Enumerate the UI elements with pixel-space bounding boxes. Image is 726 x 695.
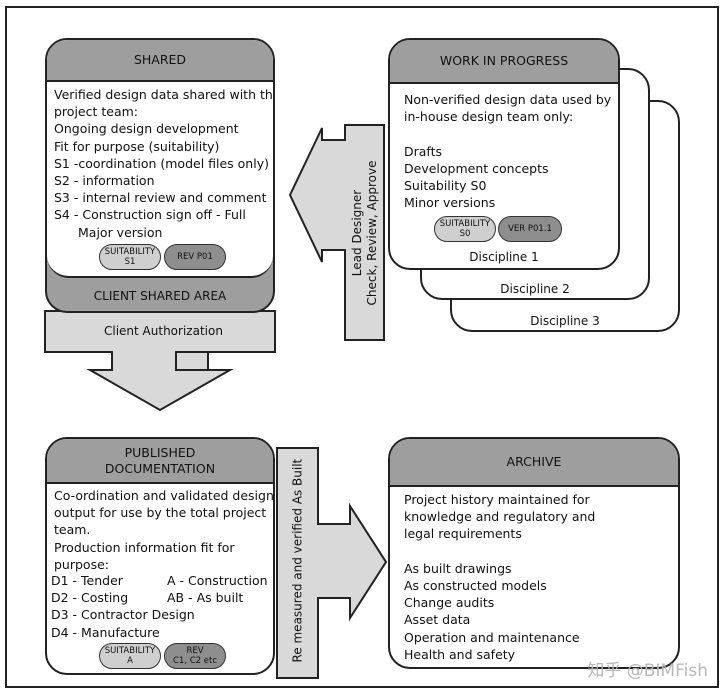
text-line: Health and safety bbox=[404, 646, 516, 662]
client-authorization-arrow bbox=[44, 310, 276, 412]
text-line: S1 -coordination (model files only) bbox=[54, 155, 269, 171]
text-line: Minor versions bbox=[404, 195, 496, 211]
text-line: legal requirements bbox=[404, 526, 522, 542]
wip-title: WORK IN PROGRESS bbox=[390, 40, 618, 84]
lead-designer-arrow bbox=[288, 124, 385, 341]
wip-box-1: WORK IN PROGRESS Non-verified design dat… bbox=[388, 38, 620, 270]
archive-title: ARCHIVE bbox=[390, 439, 678, 487]
text-line: Co-ordination and validated design bbox=[54, 488, 274, 503]
text-line: S3 - internal review and comment bbox=[54, 190, 267, 206]
text-line: Non-verified design data used by bbox=[404, 92, 612, 107]
lead-designer-text: Lead Designer Check, Review, Approve bbox=[350, 160, 379, 306]
text-line: Verified design data shared with the bbox=[54, 87, 275, 102]
text-line: in-house design team only: bbox=[404, 109, 574, 125]
wip-description: Non-verified design data used by in-house… bbox=[404, 91, 612, 211]
watermark: 知乎 @BIMFish bbox=[587, 661, 708, 681]
text-line: As built drawings bbox=[404, 560, 512, 576]
discipline-1-label: Discipline 1 bbox=[469, 250, 539, 264]
text-line: Drafts bbox=[404, 143, 443, 159]
text-line: Change audits bbox=[404, 595, 495, 611]
archive-box: ARCHIVE Project history maintained for kn… bbox=[388, 437, 680, 669]
text-line: Ongoing design development bbox=[54, 121, 239, 137]
wip-version-pill: VER P01.1 bbox=[498, 216, 562, 242]
text-line: Project history maintained for bbox=[404, 492, 590, 507]
text-line: AB - As built bbox=[167, 590, 244, 606]
text-line: D4 - Manufacture bbox=[51, 624, 160, 640]
published-right-items: A - Construction AB - As built bbox=[167, 572, 268, 606]
text-line: purpose: bbox=[54, 556, 109, 572]
published-title: PUBLISHED DOCUMENTATION bbox=[47, 439, 273, 484]
diagram-frame bbox=[5, 6, 719, 688]
text-line: D1 - Tender bbox=[51, 573, 123, 588]
discipline-3-label: Discipline 3 bbox=[530, 314, 600, 328]
text-line: A - Construction bbox=[167, 573, 268, 588]
archive-description: Project history maintained for knowledge … bbox=[404, 491, 672, 663]
text-line: Asset data bbox=[404, 612, 471, 628]
text-line: Major version bbox=[78, 224, 163, 240]
text-line: Operation and maintenance bbox=[404, 629, 580, 645]
published-description: Co-ordination and validated design output… bbox=[54, 487, 274, 573]
as-built-arrow bbox=[276, 447, 388, 679]
text-line: As constructed models bbox=[404, 578, 547, 594]
client-authorization-text: Client Authorization bbox=[104, 324, 223, 338]
discipline-2-label: Discipline 2 bbox=[500, 282, 570, 296]
as-built-text: Re measured and verified As Built bbox=[290, 458, 305, 663]
text-line: Development concepts bbox=[404, 160, 549, 176]
text-line: project team: bbox=[54, 104, 138, 120]
shared-box: SHARED Verified design data shared with … bbox=[45, 38, 275, 313]
text-line: D3 - Contractor Design bbox=[51, 607, 195, 623]
published-box: PUBLISHED DOCUMENTATION Co-ordination an… bbox=[45, 437, 275, 675]
shared-rev-pill: REV P01 bbox=[164, 244, 226, 270]
shared-description: Verified design data shared with the proj… bbox=[54, 86, 275, 241]
text-line bbox=[404, 125, 612, 142]
shared-title: SHARED bbox=[47, 40, 273, 82]
text-line: S4 - Construction sign off - Full bbox=[54, 207, 246, 223]
text-line: Suitability S0 bbox=[404, 178, 487, 194]
text-line: knowledge and regulatory and bbox=[404, 509, 596, 525]
text-line: team. bbox=[54, 522, 91, 538]
pill-text: REV P01 bbox=[177, 252, 213, 262]
text-line: Fit for purpose (suitability) bbox=[54, 138, 220, 154]
text-line: Production information fit for bbox=[54, 539, 235, 555]
text-line: output for use by the total project bbox=[54, 505, 267, 521]
pill-text: VER P01.1 bbox=[508, 224, 552, 234]
text-line: S2 - information bbox=[54, 173, 155, 189]
text-line: D2 - Costing bbox=[51, 590, 129, 606]
text-line bbox=[404, 543, 672, 560]
client-shared-area-label: CLIENT SHARED AREA bbox=[93, 289, 227, 303]
